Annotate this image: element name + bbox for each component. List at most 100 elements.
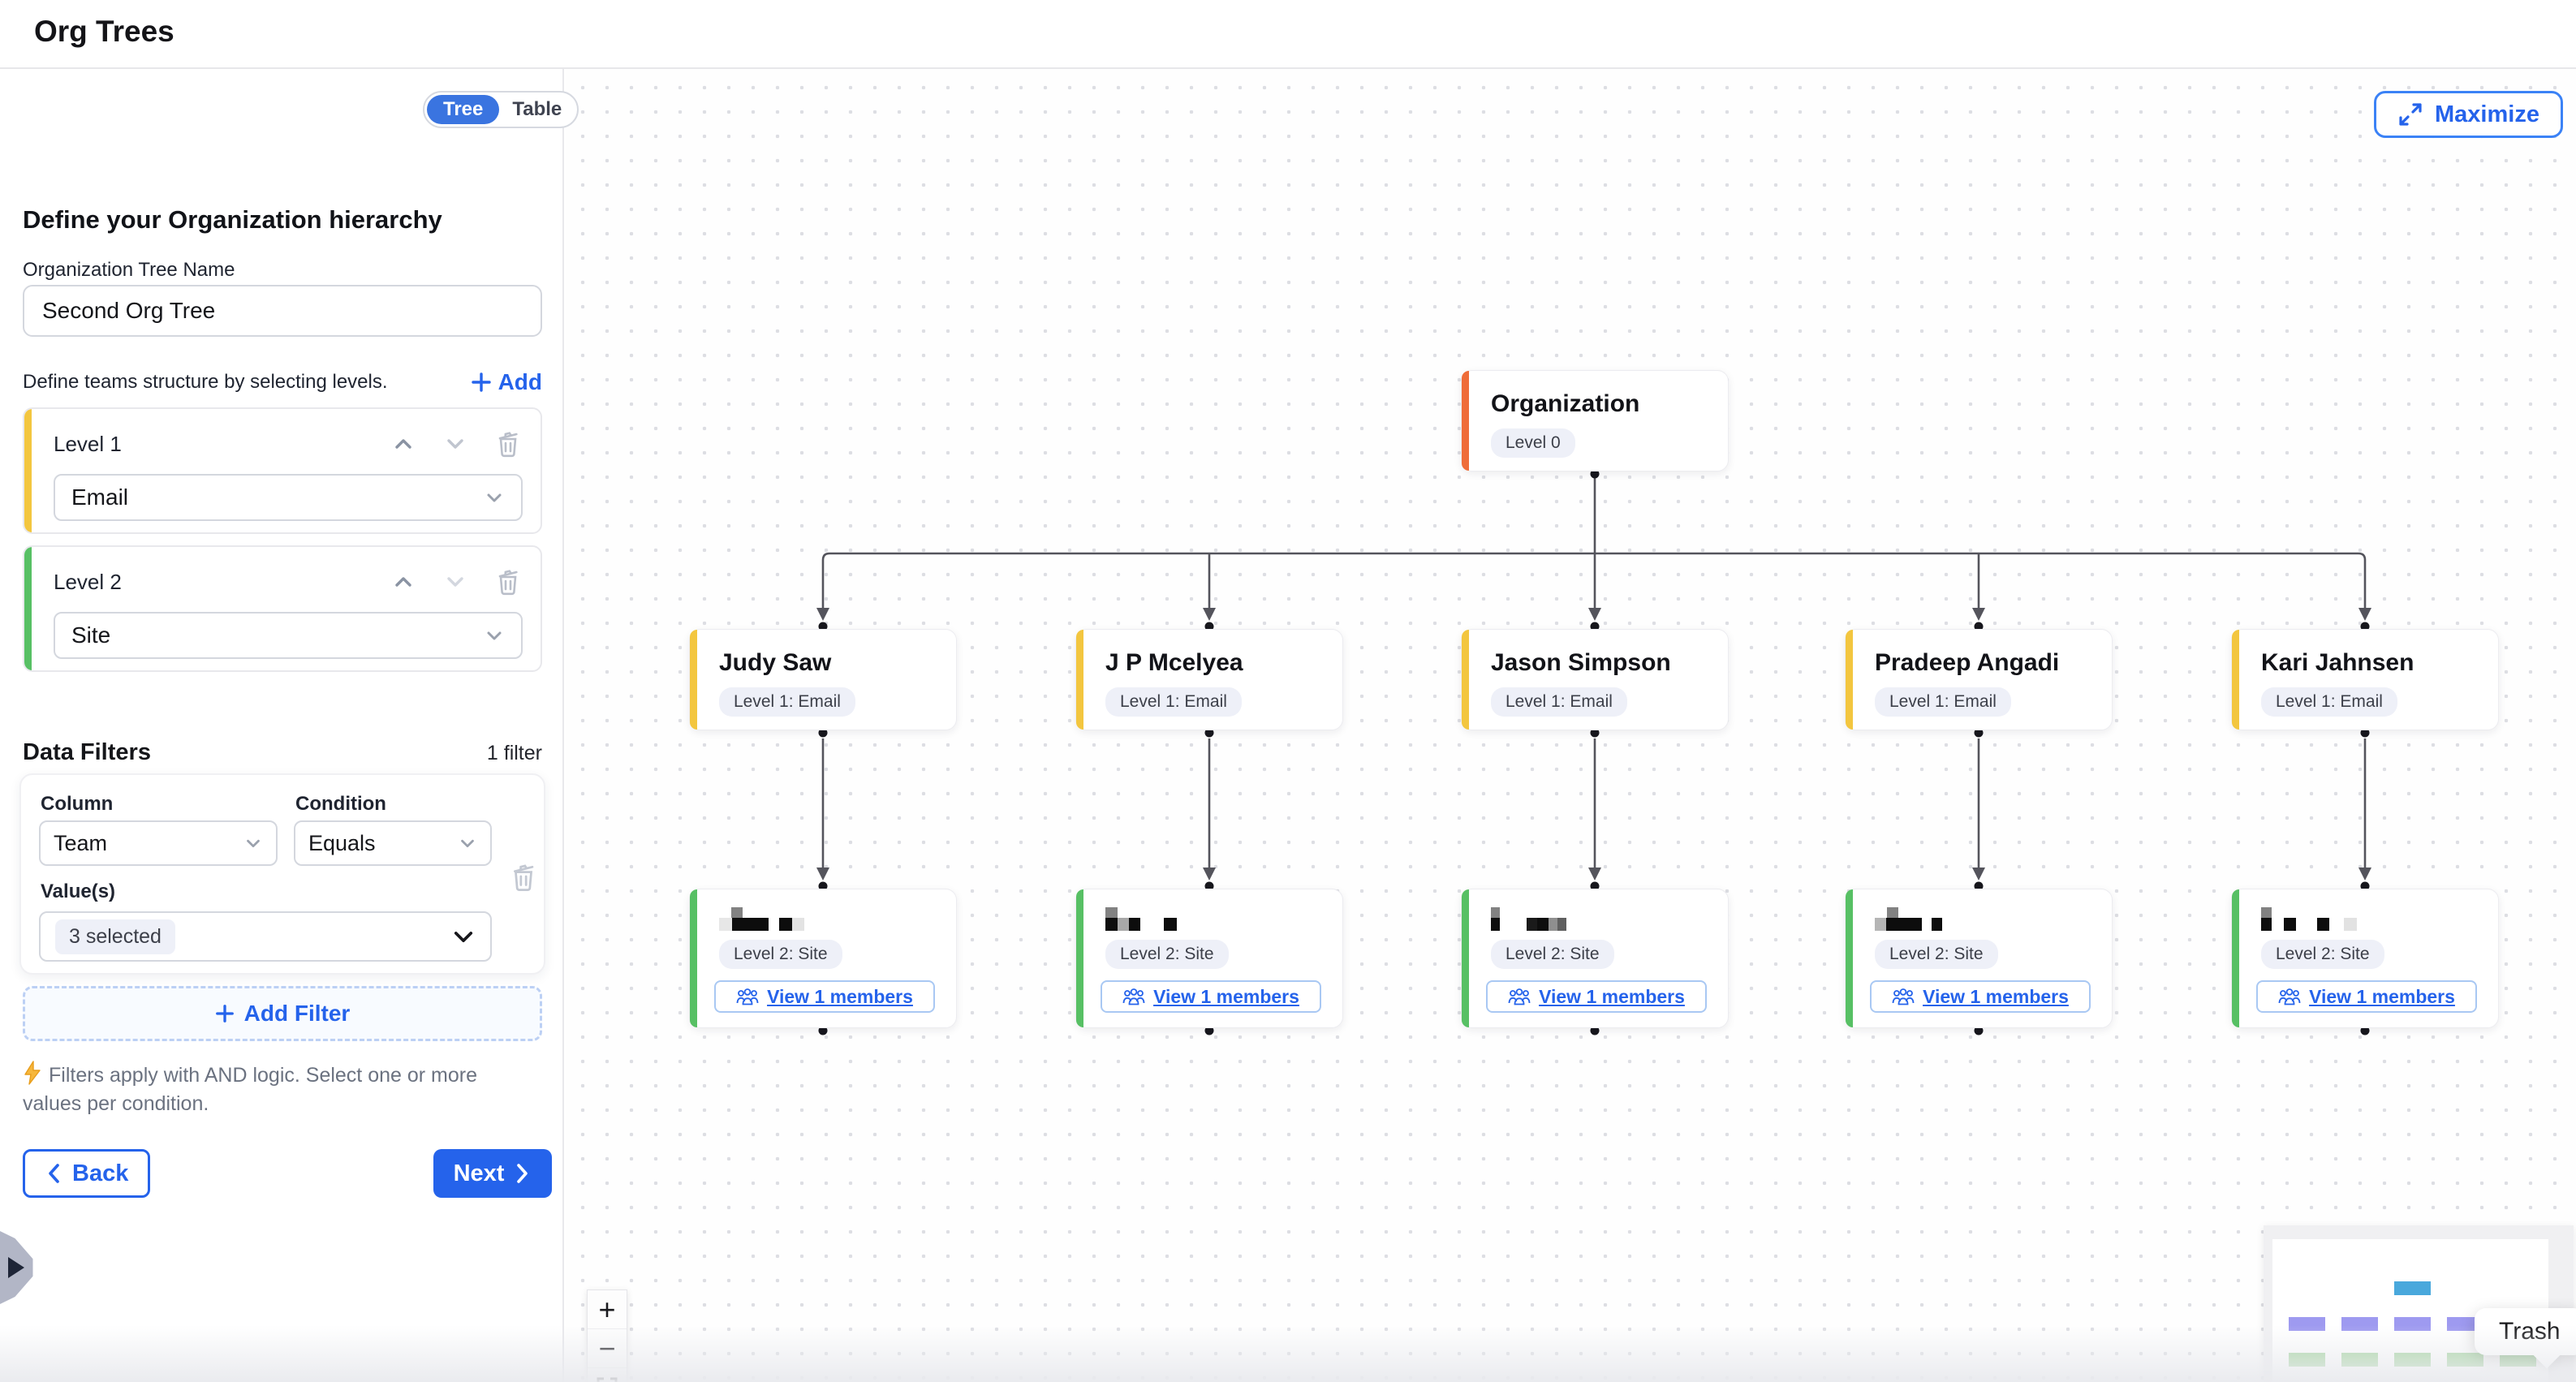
chevron-down-icon [247,839,260,848]
node-level-badge: Level 0 [1491,428,1575,458]
minimap[interactable] [2264,1225,2574,1382]
org-node-level2[interactable]: Level 2: Site View 1 members [689,889,957,1028]
org-node-level2[interactable]: Level 2: Site View 1 members [2231,889,2499,1028]
page-title: Org Trees [34,15,174,48]
org-node-level1[interactable]: Pradeep Angadi Level 1: Email [1845,629,2113,730]
org-node-level2[interactable]: Level 2: Site View 1 members [1461,889,1729,1028]
minimap-node [2289,1317,2325,1331]
node-level-badge: Level 1: Email [1875,687,2011,717]
chevron-left-icon [49,1164,59,1183]
delete-level-icon[interactable] [495,430,521,458]
column-label: Column [41,793,114,815]
delete-level-icon[interactable] [495,568,521,596]
node-level-badge: Level 1: Email [1105,687,1242,717]
plus-icon [215,1005,234,1023]
move-up-icon[interactable] [391,432,416,456]
move-down-icon[interactable] [443,432,467,456]
node-level-badge: Level 2: Site [1491,940,1614,969]
values-label: Value(s) [41,880,116,902]
view-members-label: View 1 members [767,985,913,1007]
org-node-level1[interactable]: J P Mcelyea Level 1: Email [1075,629,1343,730]
node-level-badge: Level 2: Site [719,940,842,969]
org-node-level2[interactable]: Level 2: Site View 1 members [1075,889,1343,1028]
view-members-button[interactable]: View 1 members [2256,980,2477,1013]
org-node-root[interactable]: Organization Level 0 [1461,370,1729,471]
view-members-label: View 1 members [2309,985,2455,1007]
node-accent [1846,630,1853,730]
org-tree-canvas[interactable]: Maximize [566,69,2576,1382]
chevron-down-icon [461,839,474,848]
node-level-badge: Level 2: Site [1105,940,1229,969]
filter-row: Column Condition Team Equals Value(s) 3 … [19,773,545,975]
people-icon [1508,988,1531,1005]
view-members-button[interactable]: View 1 members [1101,980,1321,1013]
back-button[interactable]: Back [23,1149,151,1198]
sidebar-heading: Define your Organization hierarchy [23,205,442,234]
redacted-name [1491,907,1728,932]
people-icon [2278,988,2301,1005]
view-members-button[interactable]: View 1 members [714,980,935,1013]
node-accent [1846,889,1853,1027]
expand-icon [2399,103,2422,126]
node-level-badge: Level 1: Email [719,687,855,717]
minimap-node [2341,1353,2378,1367]
view-members-button[interactable]: View 1 members [1870,980,2091,1013]
move-down-icon[interactable] [443,570,467,594]
node-title: Jason Simpson [1491,649,1671,676]
condition-label: Condition [295,793,386,815]
minimap-node [2394,1353,2431,1367]
redacted-name [1105,907,1342,932]
node-accent [2232,889,2239,1027]
tree-connectors [816,469,2371,1035]
chevron-down-icon [487,631,502,640]
next-button[interactable]: Next [433,1149,552,1198]
app-header: Org Trees [0,0,2576,69]
view-members-label: View 1 members [1923,985,2069,1007]
people-icon [1122,988,1145,1005]
trash-tooltip: Trash [2475,1308,2576,1355]
move-up-icon[interactable] [391,570,416,594]
view-members-label: View 1 members [1153,985,1299,1007]
fit-view-icon [597,1377,618,1382]
zoom-out-button[interactable]: − [588,1329,627,1368]
org-node-level1[interactable]: Jason Simpson Level 1: Email [1461,629,1729,730]
org-node-level1[interactable]: Kari Jahnsen Level 1: Email [2231,629,2499,730]
minimap-node [2394,1281,2431,1295]
delete-filter-icon[interactable] [510,863,537,892]
people-icon [1892,988,1915,1005]
node-title: Judy Saw [719,649,832,676]
node-accent [1462,630,1469,730]
view-mode-toggle[interactable]: Tree Table [423,91,579,128]
minimap-node [2341,1317,2378,1331]
config-sidebar: Tree Table Define your Organization hier… [0,69,579,1382]
data-filters-title: Data Filters [23,739,151,765]
zoom-in-button[interactable]: + [588,1290,627,1329]
node-accent [1462,371,1469,471]
maximize-button[interactable]: Maximize [2374,91,2563,138]
node-accent [690,630,697,730]
filter-condition-select[interactable]: Equals [294,820,492,866]
filter-count-badge: 1 filter [486,742,542,764]
toggle-table[interactable]: Table [512,98,562,120]
add-level-button[interactable]: Add [471,369,542,395]
level-1-column-select[interactable]: Email [54,474,523,521]
tree-name-label: Organization Tree Name [23,259,235,281]
toggle-tree[interactable]: Tree [427,95,500,124]
redacted-name [719,907,956,932]
node-title: Kari Jahnsen [2261,649,2414,676]
org-node-level2[interactable]: Level 2: Site View 1 members [1845,889,2113,1028]
view-members-button[interactable]: View 1 members [1486,980,1707,1013]
filter-column-select[interactable]: Team [39,820,278,866]
tree-name-input[interactable]: Second Org Tree [23,285,542,337]
add-filter-button[interactable]: Add Filter [23,986,542,1041]
fit-view-button[interactable] [588,1368,627,1382]
node-accent [690,889,697,1027]
filters-note: Filters apply with AND logic. Select one… [23,1061,510,1118]
level-2-column-select[interactable]: Site [54,612,523,659]
org-node-level1[interactable]: Judy Saw Level 1: Email [689,629,957,730]
redacted-name [1875,907,2112,932]
minimap-node [2447,1353,2483,1367]
filter-values-select[interactable]: 3 selected [39,911,492,962]
node-accent [2232,630,2239,730]
